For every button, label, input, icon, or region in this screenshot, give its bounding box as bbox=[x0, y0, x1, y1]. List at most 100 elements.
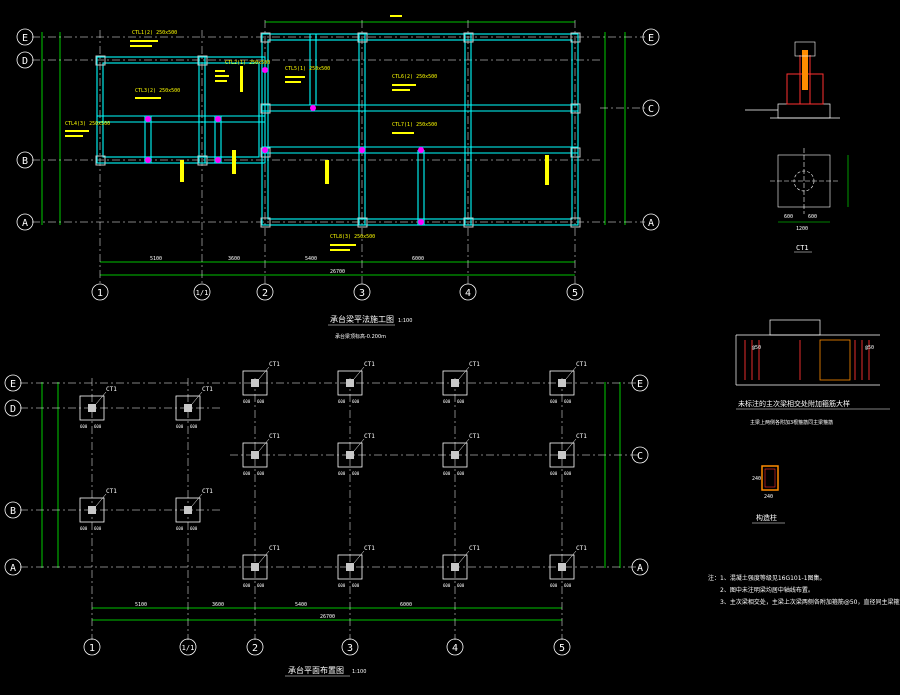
pile-cap-label: CT1 bbox=[364, 433, 375, 440]
svg-text:600: 600 bbox=[80, 424, 88, 429]
svg-text:D: D bbox=[22, 56, 28, 67]
svg-text:3: 3 bbox=[359, 288, 365, 299]
svg-text:600: 600 bbox=[338, 399, 346, 404]
top-dimension-lines bbox=[41, 21, 626, 276]
bottom-plan-title: 承台平面布置图 bbox=[288, 665, 344, 675]
svg-text:600: 600 bbox=[176, 526, 184, 531]
svg-text:600: 600 bbox=[257, 399, 265, 404]
svg-text:C: C bbox=[637, 451, 643, 462]
svg-text:CTL3(2) 250x500: CTL3(2) 250x500 bbox=[135, 88, 180, 94]
top-axis-bubbles bbox=[16, 28, 660, 301]
svg-text:600: 600 bbox=[808, 214, 817, 220]
stirrup-detail: @50 @50 未标注的主次梁相交处附加箍筋大样 主梁上两侧各附加3根箍筋同主梁… bbox=[735, 319, 890, 426]
bottom-plan-scale: 1:100 bbox=[352, 669, 366, 675]
svg-text:1: 1 bbox=[97, 288, 103, 299]
svg-text:600: 600 bbox=[457, 471, 465, 476]
svg-text:E: E bbox=[648, 33, 654, 44]
svg-text:1200: 1200 bbox=[796, 226, 808, 232]
bottom-axis-labels: 1 1/1 2 3 4 5 E D B A E C A bbox=[10, 379, 643, 654]
svg-text:600: 600 bbox=[338, 583, 346, 588]
svg-text:240: 240 bbox=[764, 494, 773, 500]
pile-cap-label: CT1 bbox=[202, 488, 213, 495]
column-detail: 240 240 构造柱 bbox=[752, 465, 785, 524]
svg-text:@50: @50 bbox=[752, 345, 761, 351]
top-columns bbox=[95, 32, 581, 228]
svg-text:26700: 26700 bbox=[330, 269, 345, 275]
svg-text:600: 600 bbox=[243, 583, 251, 588]
svg-text:CTL6(2) 250x500: CTL6(2) 250x500 bbox=[392, 74, 437, 80]
svg-text:600: 600 bbox=[94, 526, 102, 531]
svg-text:600: 600 bbox=[257, 471, 265, 476]
pile-cap: CT1 600 600 bbox=[242, 361, 280, 404]
svg-text:600: 600 bbox=[550, 471, 558, 476]
svg-text:1/1: 1/1 bbox=[182, 644, 195, 652]
svg-text:CTL7(1) 250x500: CTL7(1) 250x500 bbox=[392, 122, 437, 128]
svg-text:CTL2(1) 250x500: CTL2(1) 250x500 bbox=[225, 60, 270, 66]
svg-text:C: C bbox=[648, 104, 654, 115]
pile-cap-label: CT1 bbox=[576, 545, 587, 552]
svg-text:600: 600 bbox=[190, 424, 198, 429]
svg-text:注：1、混凝土强度等级见16G101-1图集。: 注：1、混凝土强度等级见16G101-1图集。 bbox=[708, 574, 826, 582]
svg-text:A: A bbox=[648, 218, 654, 229]
top-beams bbox=[96, 33, 579, 226]
bottom-dimension-lines bbox=[41, 382, 621, 621]
top-intersection-nodes bbox=[145, 67, 424, 225]
pile-cap-label: CT1 bbox=[269, 361, 280, 368]
svg-text:600: 600 bbox=[550, 399, 558, 404]
svg-text:5100: 5100 bbox=[150, 256, 162, 262]
pile-cap-label: CT1 bbox=[469, 361, 480, 368]
svg-text:600: 600 bbox=[550, 583, 558, 588]
pile-cap-label: CT1 bbox=[469, 545, 480, 552]
bottom-axis-bubbles bbox=[4, 374, 649, 656]
svg-text:600: 600 bbox=[80, 526, 88, 531]
pile-cap-label: CT1 bbox=[269, 433, 280, 440]
svg-text:1/1: 1/1 bbox=[196, 289, 209, 297]
top-plan-note: 承台梁顶标高-0.200m bbox=[335, 333, 386, 340]
svg-text:600: 600 bbox=[564, 583, 572, 588]
pile-cap: CT1 600 600 bbox=[549, 545, 587, 588]
svg-text:CTL8(3) 250x500: CTL8(3) 250x500 bbox=[330, 234, 375, 240]
svg-text:600: 600 bbox=[443, 399, 451, 404]
pile-cap: CT1 600 600 bbox=[337, 545, 375, 588]
svg-text:3: 3 bbox=[347, 643, 353, 654]
svg-text:A: A bbox=[22, 218, 28, 229]
svg-text:600: 600 bbox=[352, 583, 360, 588]
svg-text:600: 600 bbox=[338, 471, 346, 476]
svg-text:2、图中未注明梁均居中轴线布置。: 2、图中未注明梁均居中轴线布置。 bbox=[720, 586, 814, 594]
svg-text:CTL4(3) 250x500: CTL4(3) 250x500 bbox=[65, 121, 110, 127]
svg-text:D: D bbox=[10, 404, 16, 415]
svg-text:600: 600 bbox=[94, 424, 102, 429]
svg-text:6000: 6000 bbox=[400, 602, 412, 608]
ct1-detail-label: CT1 bbox=[796, 244, 809, 252]
svg-text:2: 2 bbox=[262, 288, 268, 299]
svg-text:B: B bbox=[22, 156, 28, 167]
svg-text:26700: 26700 bbox=[320, 614, 335, 620]
svg-text:600: 600 bbox=[457, 583, 465, 588]
pile-cap-label: CT1 bbox=[269, 545, 280, 552]
top-plan: CTL1(2) 250x500 CTL2(1) 250x500 CTL3(2) … bbox=[16, 15, 660, 340]
svg-text:6000: 6000 bbox=[412, 256, 424, 262]
svg-text:600: 600 bbox=[564, 471, 572, 476]
svg-text:5100: 5100 bbox=[135, 602, 147, 608]
stirrup-detail-title: 未标注的主次梁相交处附加箍筋大样 bbox=[738, 399, 850, 408]
svg-text:600: 600 bbox=[243, 399, 251, 404]
svg-text:2: 2 bbox=[252, 643, 258, 654]
svg-text:CTL1(2) 250x500: CTL1(2) 250x500 bbox=[132, 30, 177, 36]
svg-text:4: 4 bbox=[452, 643, 458, 654]
svg-text:3600: 3600 bbox=[212, 602, 224, 608]
pile-cap-label: CT1 bbox=[364, 545, 375, 552]
svg-text:600: 600 bbox=[564, 399, 572, 404]
svg-text:5400: 5400 bbox=[295, 602, 307, 608]
